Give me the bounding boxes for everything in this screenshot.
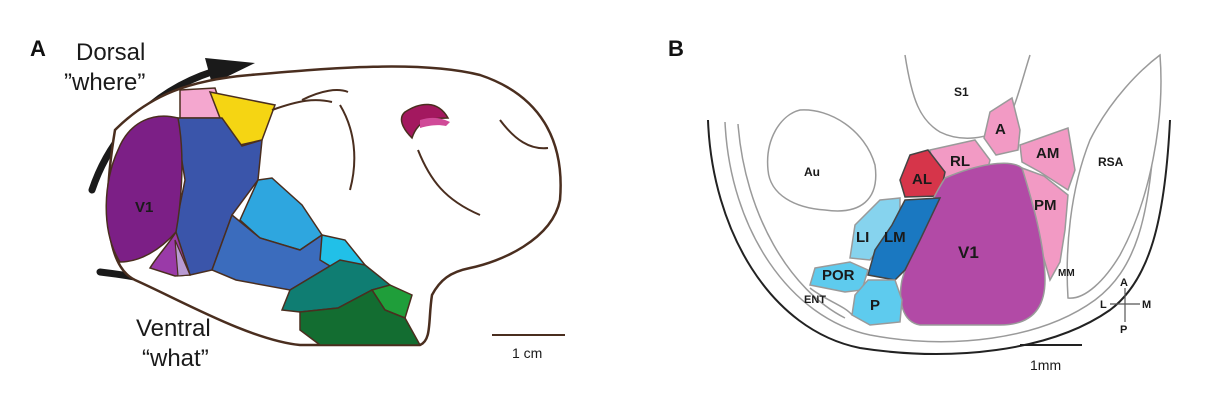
compass-a: A — [1120, 277, 1128, 289]
label-p: P — [870, 297, 880, 314]
area-p — [851, 279, 903, 326]
label-au: Au — [804, 165, 820, 179]
cortex-inner-outline — [724, 121, 1156, 343]
ventral-label-line2: “what” — [142, 345, 209, 372]
label-al: AL — [912, 171, 932, 188]
label-pm: PM — [1034, 197, 1057, 214]
area-rsa — [1066, 53, 1162, 299]
compass: A P L M — [1100, 277, 1151, 336]
scale-label-a: 1 cm — [512, 345, 542, 361]
panel-a-letter: A — [30, 36, 46, 61]
panel-b: B S1 Au A RL — [668, 36, 1171, 373]
area-a — [983, 96, 1021, 156]
sulcus-5 — [499, 119, 549, 150]
dorsal-arrowhead — [205, 58, 255, 84]
sulcus-4 — [417, 149, 481, 216]
panel-a: A Dorsal ”where” Ventral “what” — [30, 36, 565, 372]
sulcus-1 — [271, 99, 333, 111]
frontal-spot-pink — [420, 117, 450, 128]
label-am: AM — [1036, 145, 1059, 162]
dorsal-label-line1: Dorsal — [76, 39, 145, 66]
s1-boundary — [904, 54, 1031, 139]
label-ent: ENT — [804, 294, 826, 306]
area-dark-green — [299, 289, 422, 346]
compass-l: L — [1100, 299, 1107, 311]
area-v1-label: V1 — [135, 199, 153, 216]
label-v1: V1 — [958, 243, 979, 262]
panel-b-letter: B — [668, 36, 684, 61]
cortex-medial-line — [737, 123, 846, 319]
ventral-label-line1: Ventral — [136, 315, 211, 342]
area-au — [766, 109, 877, 212]
sulcus-3 — [301, 89, 349, 101]
scale-label-b: 1mm — [1030, 357, 1061, 373]
sulcus-2 — [339, 104, 356, 191]
label-s1: S1 — [954, 85, 969, 99]
area-am — [1019, 126, 1076, 192]
label-por: POR — [822, 267, 855, 284]
cortex-outline — [707, 119, 1171, 355]
label-a: A — [995, 121, 1006, 138]
label-mm: MM — [1058, 268, 1075, 279]
area-yellow — [208, 90, 277, 146]
compass-m: M — [1142, 299, 1151, 311]
label-rsa: RSA — [1098, 155, 1124, 169]
dorsal-label-line2: ”where” — [64, 69, 145, 96]
area-ent-boundary — [809, 287, 853, 316]
label-li: LI — [856, 229, 869, 246]
label-lm: LM — [884, 229, 906, 246]
label-rl: RL — [950, 153, 970, 170]
compass-p: P — [1120, 324, 1127, 336]
area-lavender — [174, 239, 191, 277]
